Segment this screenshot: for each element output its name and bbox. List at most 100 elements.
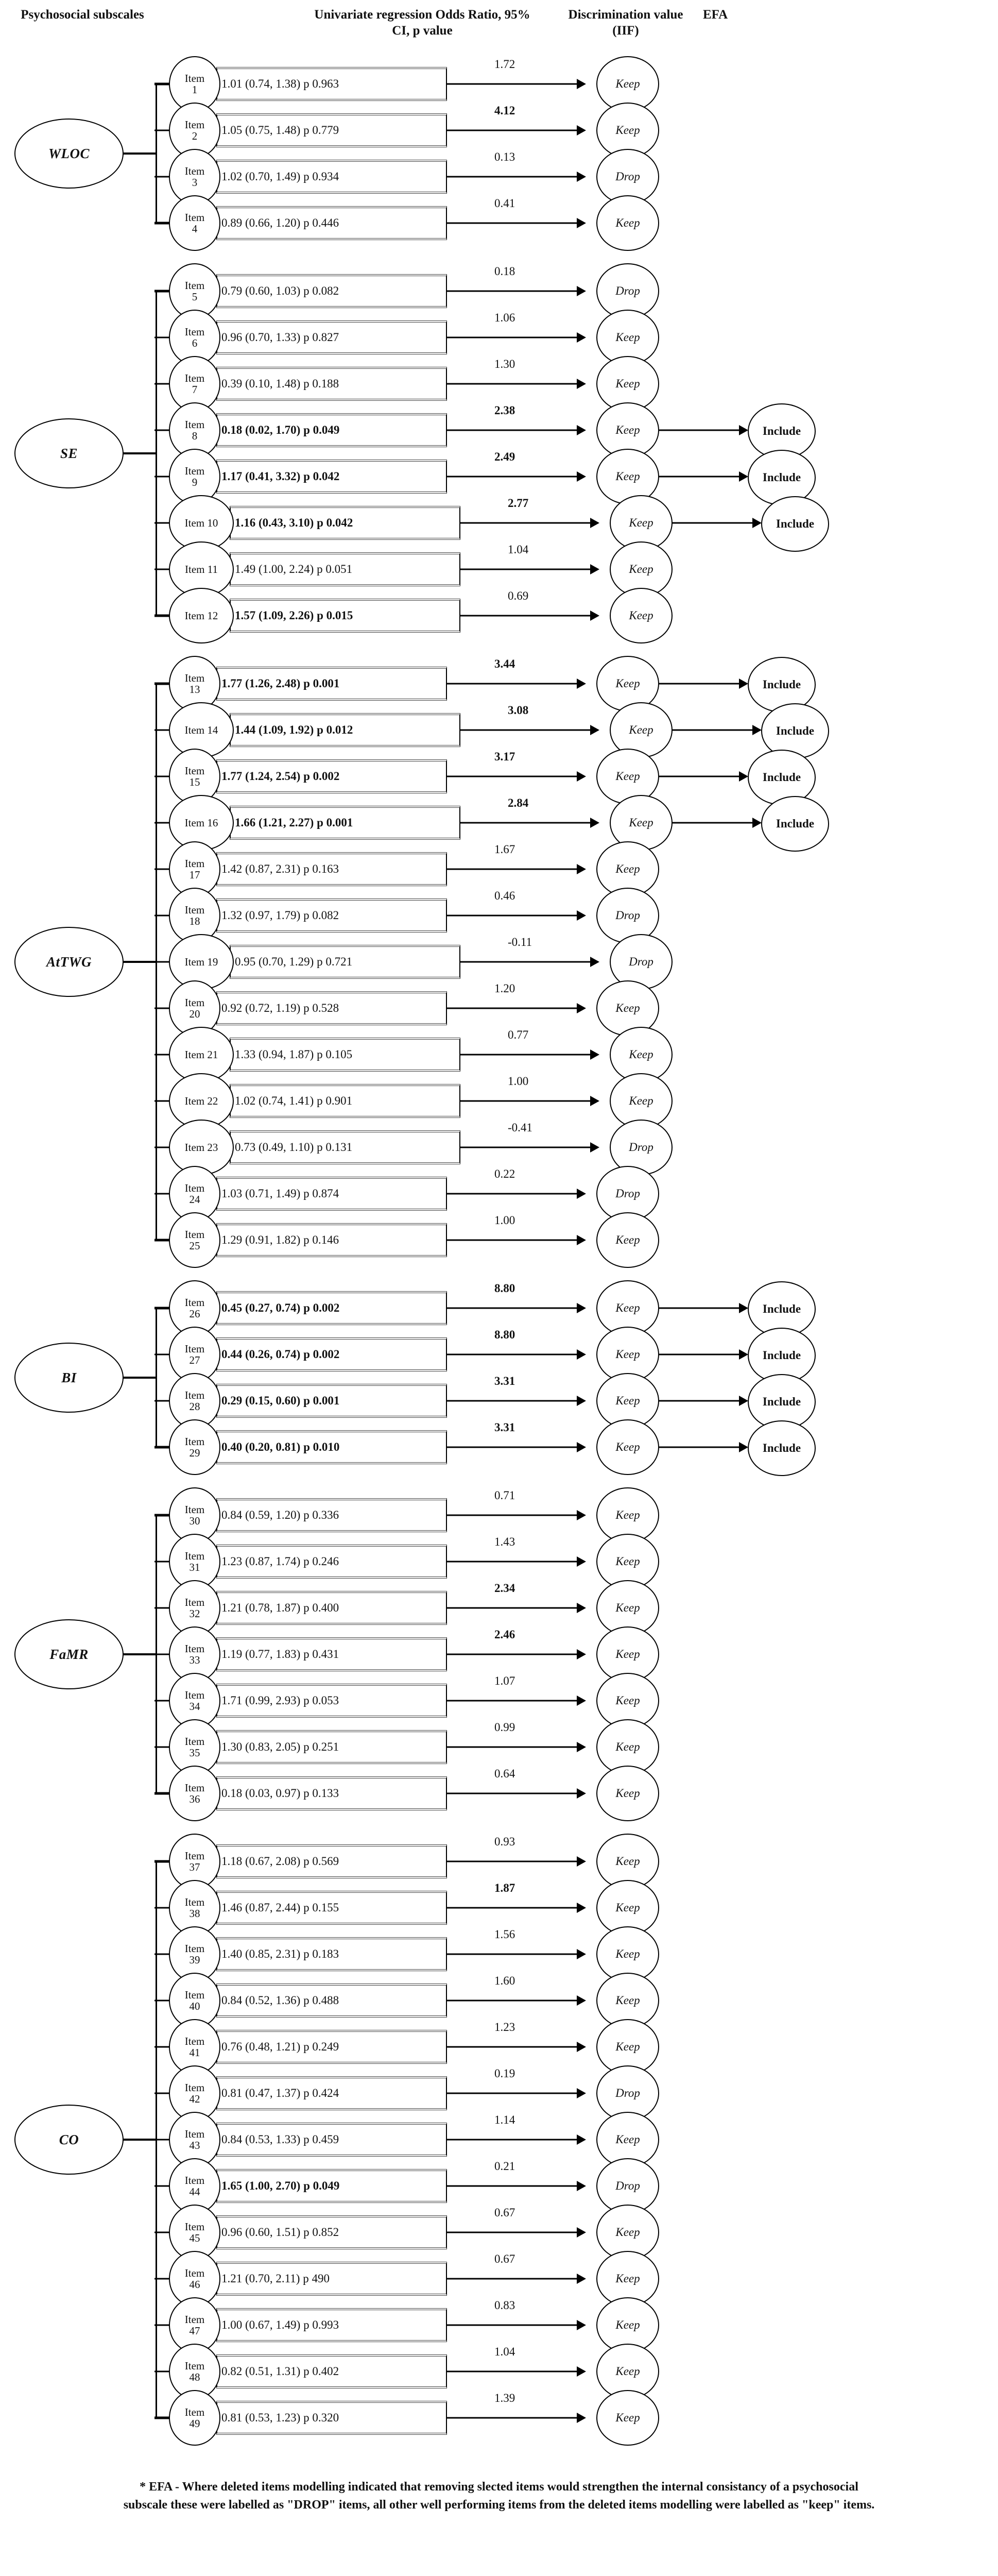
arrow-head-icon (577, 1235, 586, 1245)
discrimination-value: 0.13 (494, 150, 515, 163)
item-label-line2: 6 (192, 337, 198, 349)
item-label-line1: Item (184, 2035, 205, 2047)
item-node[interactable]: Item 11 (169, 541, 234, 597)
decision-node-keep[interactable]: Keep (596, 980, 659, 1036)
decision-node-keep[interactable]: Keep (610, 588, 673, 643)
decision-arrow-line (447, 222, 578, 224)
arrow-head-icon (577, 1189, 586, 1199)
item-node[interactable]: Item 21 (169, 1027, 234, 1082)
decision-arrow-line (447, 1007, 578, 1009)
bracket-tick (154, 1446, 172, 1449)
item-label-line1: Item (184, 1942, 205, 1955)
discrimination-zone: 0.18 (447, 265, 596, 314)
item-node[interactable]: Item 16 (169, 795, 234, 851)
odds-ratio-box: 1.17 (0.41, 3.32) p 0.042 (216, 460, 447, 494)
efa-arrow-line (659, 683, 741, 685)
efa-include-node[interactable]: Include (748, 750, 816, 805)
arrow-head-icon (577, 1303, 586, 1313)
subscale-node-se[interactable]: SE (14, 418, 124, 488)
item-label-line1: Item (184, 1503, 205, 1516)
decision-arrow-line (447, 2185, 578, 2187)
discrimination-zone: 0.93 (447, 1835, 596, 1885)
item-node[interactable]: Item 12 (169, 588, 234, 643)
subscale-node-co[interactable]: CO (14, 2105, 124, 2175)
efa-zone: Include (673, 496, 832, 552)
decision-node-keep[interactable]: Keep (610, 795, 673, 851)
subscale-node-attwg[interactable]: AtTWG (14, 927, 124, 997)
decision-node-keep[interactable]: Keep (596, 2390, 659, 2446)
subscale-label-column: CO (0, 1838, 170, 2441)
decision-node-keep[interactable]: Keep (610, 495, 673, 551)
decision-arrow-line (447, 1907, 578, 1909)
efa-zone (659, 1977, 819, 2024)
efa-include-node[interactable]: Include (761, 496, 829, 552)
decision-node-keep[interactable]: Keep (596, 656, 659, 711)
decision-node-keep[interactable]: Keep (596, 1766, 659, 1821)
decision-node-keep[interactable]: Keep (596, 449, 659, 504)
discrimination-value: 1.04 (508, 543, 529, 556)
item-node[interactable]: Item 14 (169, 702, 234, 758)
efa-zone: Include (659, 657, 819, 713)
discrimination-zone: 1.04 (447, 2345, 596, 2395)
decision-arrow-line (447, 2139, 578, 2141)
subscale-node-famr[interactable]: FaMR (14, 1619, 124, 1689)
decision-node-keep[interactable]: Keep (596, 1419, 659, 1475)
efa-include-node[interactable]: Include (748, 1420, 816, 1476)
bracket-spine (156, 1515, 157, 1793)
decision-arrow-line (447, 1999, 578, 2002)
arrow-head-icon (577, 1396, 586, 1406)
item-label-line2: 18 (189, 915, 200, 927)
item-label-line1: Item 23 (184, 1141, 218, 1154)
efa-zone (659, 1631, 819, 1677)
efa-zone (673, 1078, 832, 1124)
bracket-tick (154, 1193, 172, 1195)
decision-arrow-line (447, 336, 578, 338)
discrimination-zone: 2.49 (447, 450, 596, 500)
bracket-tick (154, 1307, 172, 1310)
decision-node-keep[interactable]: Keep (596, 356, 659, 412)
arrow-head-icon (577, 2274, 586, 2284)
efa-include-node[interactable]: Include (761, 796, 829, 852)
item-node[interactable]: Item 19 (169, 934, 234, 990)
efa-zone (659, 2256, 819, 2302)
item-node[interactable]: Item 23 (169, 1120, 234, 1175)
efa-include-node[interactable]: Include (748, 657, 816, 713)
decision-node-keep[interactable]: Keep (596, 1926, 659, 1982)
decision-node-keep[interactable]: Keep (596, 749, 659, 804)
decision-node-keep[interactable]: Keep (596, 195, 659, 251)
decision-node-drop[interactable]: Drop (596, 2158, 659, 2214)
decision-arrow-line (460, 1054, 592, 1056)
item-label-line1: Item (184, 2405, 205, 2418)
decision-node-drop[interactable]: Drop (596, 888, 659, 943)
decision-arrow-line (447, 83, 578, 85)
odds-ratio-box: 0.95 (0.70, 1.29) p 0.721 (230, 945, 460, 979)
efa-arrow-line (659, 1446, 741, 1448)
subscale-node-bi[interactable]: BI (14, 1343, 124, 1413)
efa-include-node[interactable]: Include (761, 703, 829, 759)
subscale-label-column: SE (0, 268, 170, 639)
bracket-tick (154, 2324, 172, 2326)
decision-node-keep[interactable]: Keep (596, 1212, 659, 1268)
subscale-node-wloc[interactable]: WLOC (14, 118, 124, 189)
discrimination-zone: 2.38 (447, 404, 596, 453)
decision-arrow-line (447, 476, 578, 478)
decision-node-drop[interactable]: Drop (610, 934, 673, 990)
decision-node-keep[interactable]: Keep (596, 2297, 659, 2353)
